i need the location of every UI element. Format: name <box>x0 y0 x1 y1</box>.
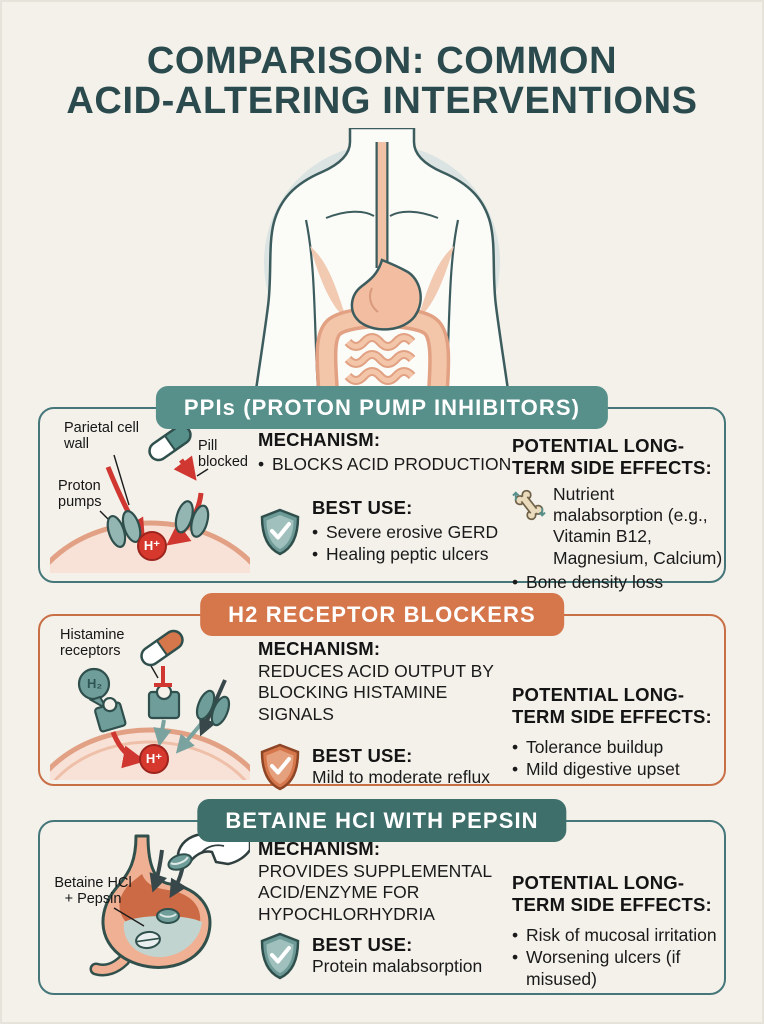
drop-arrow <box>149 849 168 893</box>
list-item: Healing peptic ulcers <box>312 543 512 566</box>
betaine-pill-label: Betaine HCl + Pepsin <box>54 875 132 907</box>
ppi-section-header: PPIs (PROTON PUMP INHIBITORS) <box>155 386 609 429</box>
up-arrow-icon <box>512 491 520 500</box>
pointer-line <box>113 454 130 506</box>
side-effects-title: POTENTIAL LONG-TERM SIDE EFFECTS: <box>512 435 712 478</box>
mechanism-title: MECHANISM: <box>258 429 381 450</box>
section-betaine: Betaine HCl + Pepsin MECHANISM: PROVIDES… <box>0 799 764 995</box>
stomach-supplement-icon <box>89 830 250 977</box>
proton-pumps-label: Proton pumps <box>58 478 102 510</box>
title-line-2: ACID-ALTERING INTERVENTIONS <box>66 79 698 122</box>
torso-illustration <box>222 126 542 401</box>
signal-arrow <box>175 722 203 754</box>
betaine-mechanism-column: MECHANISM: PROVIDES SUPPLEMENTAL ACID/EN… <box>258 838 512 980</box>
acid-arrow <box>110 731 146 769</box>
list-item: Mild digestive upset <box>512 758 728 781</box>
mechanism-text: REDUCES ACID OUTPUT BY BLOCKING HISTAMIN… <box>258 660 494 724</box>
h2-bubble-label: H₂ <box>87 676 103 691</box>
h2-section-header: H2 RECEPTOR BLOCKERS <box>200 593 564 636</box>
list-item: Bone density loss <box>512 571 728 594</box>
best-use-text: Protein malabsorption <box>312 955 483 976</box>
pill-icon <box>167 853 193 871</box>
mechanism-title: MECHANISM: <box>258 838 381 859</box>
shield-check-icon <box>260 743 300 791</box>
side-effect-item: Nutrient malabsorption (e.g., Vitamin B1… <box>512 484 728 569</box>
capsule-icon <box>140 629 184 667</box>
ppi-illustration: Parietal cell wall Proton pumps Pill blo… <box>50 413 250 577</box>
mechanism-list: BLOCKS ACID PRODUCTION <box>258 453 512 476</box>
section-ppi: Parietal cell wall Proton pumps Pill blo… <box>0 386 764 594</box>
pill-blocked-label: Pill blocked <box>198 438 248 470</box>
h2-box: Histamine receptors H₂ H⁺ MECHANISM: RED… <box>38 614 728 791</box>
side-effects-title: POTENTIAL LONG-TERM SIDE EFFECTS: <box>512 872 712 915</box>
page-title: COMPARISON: COMMON ACID-ALTERING INTERVE… <box>0 40 764 122</box>
parietal-cell-label: Parietal cell wall <box>64 420 139 452</box>
proton-pump-icon <box>106 510 142 548</box>
down-arrow-icon <box>538 507 546 517</box>
proton-pump-icon <box>174 500 210 538</box>
side-effects-list: Tolerance buildup Mild digestive upset <box>512 736 728 781</box>
shield-check-icon <box>260 508 300 555</box>
proton-pump-icon <box>195 689 231 727</box>
section-h2-blockers: Histamine receptors H₂ H⁺ MECHANISM: RED… <box>0 593 764 791</box>
ppi-mechanism-column: MECHANISM: BLOCKS ACID PRODUCTION BEST U… <box>258 429 512 566</box>
bone-icon <box>512 487 546 569</box>
h2-side-effects-column: POTENTIAL LONG-TERM SIDE EFFECTS: Tolera… <box>512 684 728 781</box>
side-effects-list: Bone density loss <box>512 571 728 594</box>
side-effects-list: Risk of mucosal irritation Worsening ulc… <box>512 924 728 991</box>
best-use-title: BEST USE: <box>312 497 413 519</box>
h2-mechanism-column: MECHANISM: REDUCES ACID OUTPUT BY BLOCKI… <box>258 638 512 791</box>
ppi-best-use: BEST USE: Severe erosive GERD Healing pe… <box>258 497 512 566</box>
blocked-arrow <box>173 455 197 481</box>
best-use-title: BEST USE: <box>312 745 413 766</box>
betaine-section-header: BETAINE HCl WITH PEPSIN <box>197 799 567 842</box>
list-item: BLOCKS ACID PRODUCTION <box>258 453 512 476</box>
list-item: Tolerance buildup <box>512 736 728 759</box>
ppi-side-effects-column: POTENTIAL LONG-TERM SIDE EFFECTS: <box>512 435 728 594</box>
list-item: Risk of mucosal irritation <box>512 924 728 947</box>
ppi-box: Parietal cell wall Proton pumps Pill blo… <box>38 407 726 594</box>
stomach <box>350 258 422 331</box>
hydrogen-ion-badge: H⁺ <box>139 744 169 774</box>
best-use-text: Mild to moderate reflux <box>312 766 490 787</box>
betaine-side-effects-column: POTENTIAL LONG-TERM SIDE EFFECTS: Risk o… <box>512 872 728 991</box>
shield-check-icon <box>260 932 300 980</box>
h2-best-use: BEST USE: Mild to moderate reflux <box>258 743 512 791</box>
pointer-line <box>113 907 145 927</box>
histamine-receptors-label: Histamine receptors <box>60 627 125 659</box>
h2-illustration: Histamine receptors H₂ H⁺ <box>50 620 250 780</box>
best-use-title: BEST USE: <box>312 934 413 955</box>
list-item: Worsening ulcers (if misused) <box>512 946 728 991</box>
receptor-icon <box>147 683 181 720</box>
list-item: Severe erosive GERD <box>312 521 512 544</box>
title-line-1: COMPARISON: COMMON <box>146 40 618 82</box>
pill-icon <box>156 908 180 924</box>
betaine-illustration: Betaine HCl + Pepsin <box>50 826 250 989</box>
stomach-interior <box>119 874 201 922</box>
side-effect-text: Nutrient malabsorption (e.g., Vitamin B1… <box>553 483 723 568</box>
hydrogen-ion-badge: H⁺ <box>137 531 167 561</box>
side-effects-title: POTENTIAL LONG-TERM SIDE EFFECTS: <box>512 684 712 727</box>
pill-icon <box>135 930 161 950</box>
mechanism-text: PROVIDES SUPPLEMENTAL ACID/ENZYME FOR HY… <box>258 860 492 924</box>
betaine-best-use: BEST USE: Protein malabsorption <box>258 932 512 980</box>
signal-arrow <box>153 719 172 747</box>
betaine-box: Betaine HCl + Pepsin MECHANISM: PROVIDES… <box>38 820 726 995</box>
pointer-line <box>196 468 209 477</box>
receptor-icon <box>94 696 127 733</box>
digestive-system-icon <box>254 126 510 401</box>
capsule-icon <box>148 424 192 462</box>
mechanism-title: MECHANISM: <box>258 638 381 659</box>
best-use-list: Severe erosive GERD Healing peptic ulcer… <box>312 521 512 566</box>
